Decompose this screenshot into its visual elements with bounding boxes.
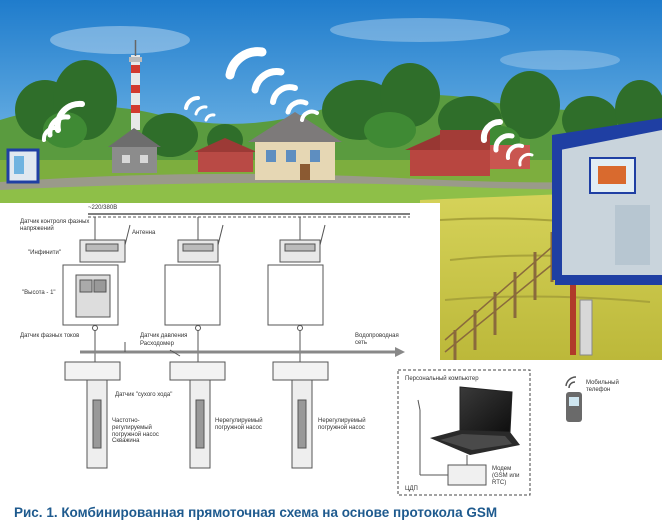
control-booth-small xyxy=(6,148,40,184)
house-center xyxy=(248,112,342,180)
cabinet-2 xyxy=(164,264,221,326)
cdp-label: ЦДП xyxy=(405,486,418,492)
control-booth xyxy=(552,118,662,356)
house-red-left xyxy=(194,138,257,172)
infinity-label: "Инфинити" xyxy=(28,250,61,256)
radio-waves xyxy=(41,47,534,167)
pressure-sensor-label: Датчик давления xyxy=(140,333,188,339)
water-network-label: Водопроводная сеть xyxy=(355,333,399,346)
phase-current-sensor-label: Датчик фазных токов xyxy=(20,333,80,339)
well-head-1 xyxy=(64,361,121,381)
well-head-2 xyxy=(169,361,226,381)
modem xyxy=(447,464,487,486)
schematic xyxy=(62,213,410,469)
voltage-label: ~220/380В xyxy=(88,205,118,211)
dry-run-sensor-label: Датчик "сухого хода" xyxy=(115,392,173,398)
house-left xyxy=(108,128,161,173)
cdp-box xyxy=(397,369,531,496)
freq-pump-label: Частотно-регулируемый погружной насос xyxy=(112,418,159,438)
flowmeter-label: Расходомер xyxy=(140,341,174,347)
well-head-3 xyxy=(272,361,329,381)
unreg-pump-2-label: Нерегулируемый погружной насос xyxy=(318,418,366,431)
mobile-phone-label: Мобильный телефон xyxy=(586,380,619,393)
cabinet-3 xyxy=(267,264,324,326)
well-label: Скважина xyxy=(112,438,140,444)
mobile-phone-icon xyxy=(565,376,582,422)
pc-label: Персональный компьютер xyxy=(405,376,479,382)
farm-buildings-right xyxy=(405,130,530,176)
antenna-label: Антенна xyxy=(132,230,156,236)
modem-label: Модем (GSM или RTC) xyxy=(492,466,520,486)
vysota-label: "Высота - 1" xyxy=(22,290,56,296)
diagram-scene xyxy=(0,0,662,496)
radio-tower xyxy=(129,40,142,130)
fence xyxy=(444,232,561,365)
laptop-screen xyxy=(459,386,513,433)
figure-caption: Рис. 1. Комбинированная прямоточная схем… xyxy=(14,505,498,520)
phase-voltage-sensor-label: Датчик контроля фазных напряжений xyxy=(20,219,90,232)
unreg-pump-1-label: Нерегулируемый погружной насос xyxy=(215,418,263,431)
